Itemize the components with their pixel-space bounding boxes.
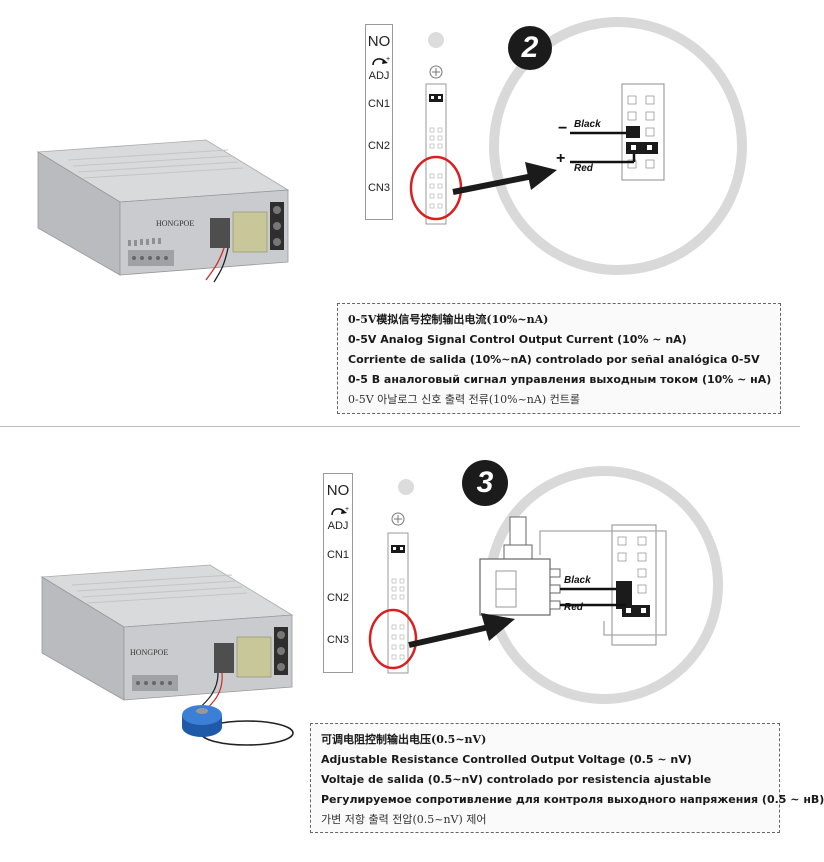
connector-pin-strip xyxy=(387,479,414,674)
description-zh: 可调电阻控制输出电压(0.5~nV) xyxy=(321,733,487,746)
label-cn1: CN1 xyxy=(326,549,349,561)
panel-voltage-control: HONGPOE NO + ADJ CN1 CN2 CN3 xyxy=(0,427,824,862)
label-cn3: CN3 xyxy=(326,634,349,646)
arrow-head-icon xyxy=(525,162,557,190)
red-wire-label: Red xyxy=(574,163,593,174)
adj-arrow-icon: + xyxy=(372,56,390,66)
adj-arrow-icon: + xyxy=(331,506,349,516)
cn3-highlight-arrow xyxy=(368,608,515,670)
label-no: NO xyxy=(367,33,391,50)
black-wire-label: Black xyxy=(574,119,601,130)
plus-sign: + xyxy=(556,150,566,167)
no-led-indicator xyxy=(398,479,414,495)
description-box: 0-5V模拟信号控制输出电流(10%~nA) 0-5V Analog Signa… xyxy=(337,303,781,414)
label-cn2: CN2 xyxy=(367,140,390,152)
label-cn2: CN2 xyxy=(326,592,349,604)
description-en: Adjustable Resistance Controlled Output … xyxy=(321,753,692,766)
connector-pin-strip xyxy=(425,32,447,225)
zoom-circle xyxy=(489,17,747,275)
panel-divider xyxy=(0,426,800,427)
description-es: Voltaje de salida (0.5~nV) controlado po… xyxy=(321,773,712,786)
label-adj: ADJ xyxy=(327,520,349,532)
connector-label-strip: NO + ADJ CN1 CN2 CN3 xyxy=(323,473,353,673)
svg-text:+: + xyxy=(386,56,390,63)
svg-text:+: + xyxy=(345,506,349,513)
red-wire-label: Red xyxy=(564,602,583,613)
label-no: NO xyxy=(326,482,350,499)
description-zh: 0-5V模拟信号控制输出电流(10%~nA) xyxy=(348,313,549,326)
zoom-circle xyxy=(479,466,723,704)
no-led-indicator xyxy=(428,32,444,48)
minus-sign: − xyxy=(558,120,568,137)
step-badge: 2 xyxy=(508,26,552,70)
highlight-ring xyxy=(368,608,418,670)
black-wire-label: Black xyxy=(564,575,591,586)
description-ru: Регулируемое сопротивление для контроля … xyxy=(321,793,824,806)
power-supply-image: HONGPOE xyxy=(36,139,290,283)
panel-current-control: HONGPOE NO + ADJ CN1 CN2 CN3 xyxy=(0,0,800,426)
description-ru: 0-5 В аналоговый сигнал управления выход… xyxy=(348,373,772,386)
step-badge: 3 xyxy=(462,460,508,506)
description-box: 可调电阻控制输出电压(0.5~nV) Adjustable Resistance… xyxy=(310,723,824,833)
connector-label-strip: NO + ADJ CN1 CN2 CN3 xyxy=(365,24,393,220)
description-ko: 가변 저항 출력 전압(0.5~nV) 제어 xyxy=(321,813,487,826)
arrow-head-icon xyxy=(481,613,515,641)
label-cn1: CN1 xyxy=(367,98,390,110)
label-adj: ADJ xyxy=(368,70,390,82)
brand-label: HONGPOE xyxy=(156,219,194,228)
cn3-highlight-arrow xyxy=(409,155,557,221)
description-ko: 0-5V 아날로그 신호 출력 전류(10%~nA) 컨트롤 xyxy=(348,393,580,406)
highlight-ring xyxy=(409,155,463,221)
label-cn3: CN3 xyxy=(367,182,390,194)
description-en: 0-5V Analog Signal Control Output Curren… xyxy=(348,333,687,346)
brand-label: HONGPOE xyxy=(130,648,168,657)
description-es: Corriente de salida (10%~nA) controlado … xyxy=(348,353,760,366)
power-supply-image: HONGPOE xyxy=(40,564,294,746)
